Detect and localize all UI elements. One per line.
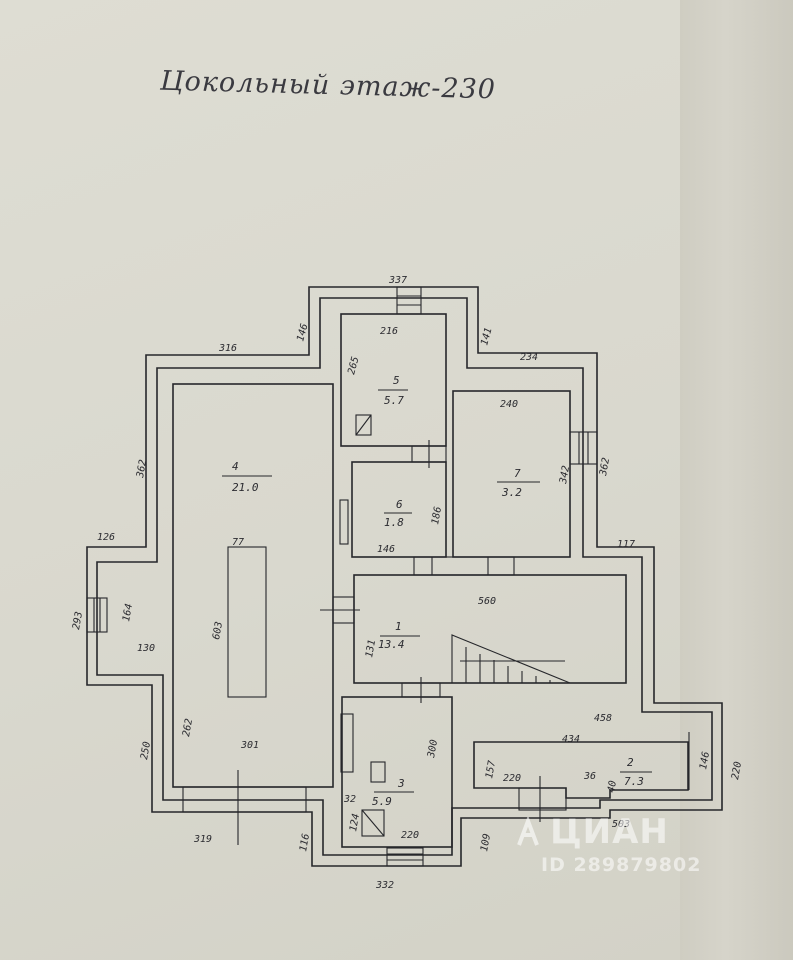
- svg-text:40: 40: [606, 780, 619, 794]
- svg-text:250: 250: [139, 741, 153, 761]
- room-3-label: 3 5.9: [372, 777, 414, 808]
- svg-text:21.0: 21.0: [232, 481, 259, 494]
- entrance-bottom: [386, 847, 424, 867]
- room-7-label: 7 3.2: [497, 467, 540, 499]
- svg-text:300: 300: [426, 739, 440, 760]
- svg-text:36: 36: [583, 771, 596, 782]
- svg-text:301: 301: [240, 740, 259, 751]
- door-room-2: [518, 787, 567, 811]
- paper-sheet: [0, 0, 680, 960]
- room-6-label: 6 1.8: [384, 498, 412, 529]
- svg-text:265: 265: [346, 355, 361, 375]
- cian-logo-icon: [517, 817, 539, 846]
- svg-text:362: 362: [598, 457, 612, 478]
- svg-text:109: 109: [479, 833, 493, 853]
- wall-fixture-1: [339, 499, 349, 545]
- svg-text:503: 503: [612, 819, 630, 830]
- room-2-label: 2 7.3: [620, 756, 652, 788]
- svg-text:6: 6: [396, 498, 403, 511]
- terrace-bottom: [182, 786, 307, 813]
- svg-text:603: 603: [211, 621, 225, 641]
- svg-text:3: 3: [397, 777, 405, 790]
- svg-text:32: 32: [343, 794, 356, 805]
- svg-text:262: 262: [181, 718, 195, 738]
- watermark: ЦИАН ID 289879802: [515, 812, 700, 876]
- svg-text:342: 342: [558, 465, 572, 486]
- svg-text:5: 5: [393, 374, 400, 387]
- svg-text:220: 220: [503, 773, 521, 784]
- svg-text:5.9: 5.9: [372, 795, 392, 808]
- svg-text:7: 7: [514, 467, 521, 480]
- door-room-1: [413, 556, 515, 576]
- room-4-outline: [172, 383, 334, 788]
- dimension-labels: 337 216 265 146 316 141 234 240 362 342 …: [71, 275, 744, 891]
- wall-fixture-2: [340, 713, 354, 773]
- watermark-id: ID 289879802: [541, 854, 702, 876]
- window-left: [86, 597, 108, 633]
- room-2-outline: [473, 741, 689, 799]
- staircase: [451, 634, 571, 684]
- room-4-fixture: [227, 546, 267, 698]
- svg-text:116: 116: [298, 833, 312, 853]
- svg-text:216: 216: [380, 326, 398, 337]
- svg-text:362: 362: [135, 459, 149, 480]
- svg-text:458: 458: [594, 713, 612, 724]
- svg-text:234: 234: [520, 352, 538, 363]
- room-3-fixture-1: [370, 761, 386, 783]
- svg-text:220: 220: [730, 761, 744, 781]
- svg-text:126: 126: [97, 532, 115, 543]
- svg-text:141: 141: [479, 326, 494, 346]
- svg-text:186: 186: [430, 506, 444, 526]
- room-7-outline: [452, 390, 571, 558]
- svg-text:5.7: 5.7: [384, 394, 404, 407]
- room-5-fixture: [355, 414, 372, 436]
- svg-text:7.3: 7.3: [624, 775, 644, 788]
- svg-text:146: 146: [698, 751, 712, 771]
- entrance-top: [396, 286, 422, 315]
- svg-text:131: 131: [364, 639, 378, 659]
- svg-text:1.8: 1.8: [384, 516, 404, 529]
- svg-text:434: 434: [562, 734, 580, 745]
- svg-text:4: 4: [232, 460, 239, 473]
- svg-text:117: 117: [617, 539, 635, 550]
- svg-text:124: 124: [348, 813, 362, 833]
- svg-text:157: 157: [484, 760, 498, 780]
- room-4-label: 4 21.0: [222, 460, 272, 494]
- svg-text:337: 337: [388, 275, 407, 286]
- svg-text:130: 130: [137, 643, 155, 654]
- svg-text:319: 319: [193, 834, 212, 845]
- room-6-outline: [351, 461, 447, 558]
- window-right: [569, 431, 598, 465]
- svg-text:164: 164: [121, 603, 135, 623]
- svg-text:146: 146: [295, 322, 310, 342]
- svg-text:13.4: 13.4: [378, 638, 405, 651]
- svg-text:220: 220: [401, 830, 419, 841]
- room-1-label: 1 13.4: [378, 620, 420, 651]
- svg-text:146: 146: [377, 544, 395, 555]
- room-3-fixture-2: [361, 809, 385, 837]
- outer-wall-inner-line: [96, 297, 713, 856]
- svg-text:560: 560: [478, 596, 496, 607]
- svg-text:3.2: 3.2: [501, 486, 522, 499]
- room-5-label: 5 5.7: [378, 374, 408, 407]
- svg-text:1: 1: [395, 620, 402, 633]
- svg-text:293: 293: [71, 611, 85, 631]
- watermark-brand: ЦИАН: [550, 812, 669, 852]
- room-5-outline: [340, 313, 447, 447]
- svg-text:77: 77: [232, 537, 244, 548]
- svg-text:240: 240: [500, 399, 518, 410]
- outer-wall-outer-line: [86, 286, 723, 867]
- svg-text:316: 316: [218, 343, 237, 354]
- svg-text:2: 2: [627, 756, 634, 769]
- svg-text:332: 332: [375, 880, 394, 891]
